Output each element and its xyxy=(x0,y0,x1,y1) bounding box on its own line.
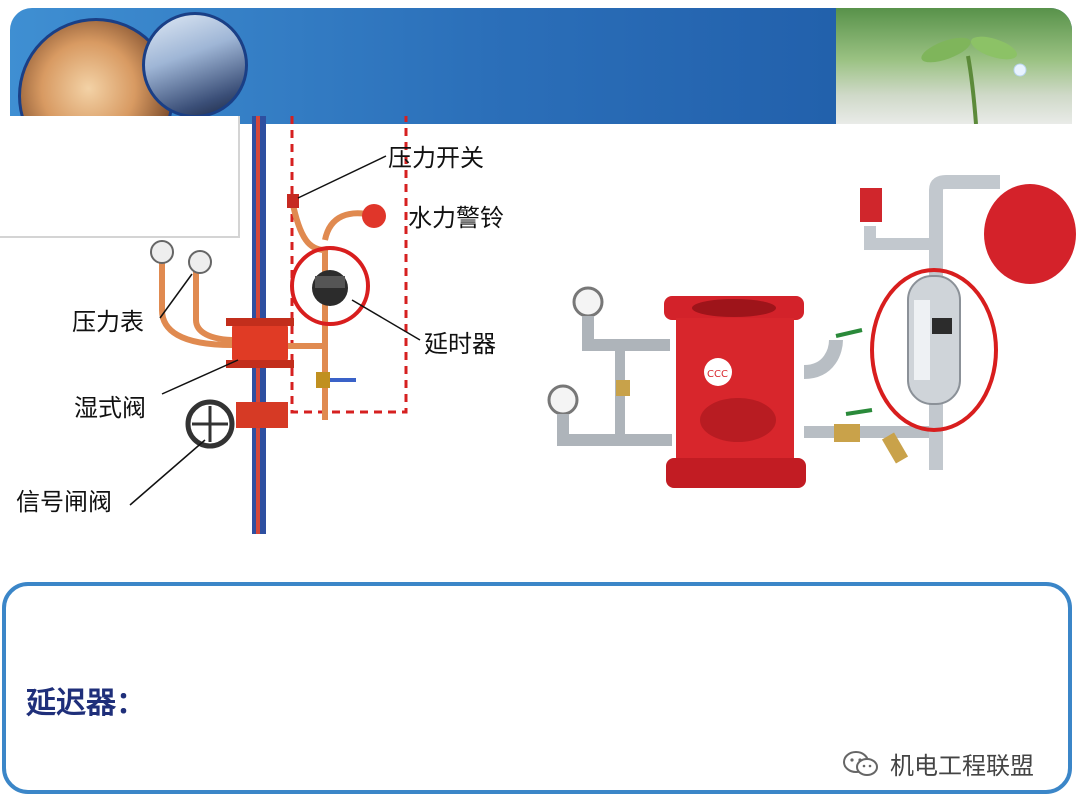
wet-alarm-valve-body xyxy=(232,322,288,364)
valve-body xyxy=(676,318,794,466)
delayer-tank-highlight xyxy=(870,268,998,432)
signal-gate-valve-body xyxy=(236,402,288,428)
signal-wire-dashed xyxy=(290,116,408,414)
label-pressure-switch: 压力开关 xyxy=(388,144,484,172)
delayer-highlight-circle xyxy=(290,246,370,326)
pressure-gauge-1 xyxy=(150,240,174,264)
pressure-switch xyxy=(287,194,299,208)
label-delayer: 延时器 xyxy=(424,330,496,358)
sprout-photo xyxy=(836,8,1072,124)
blank-panel xyxy=(0,116,240,238)
wechat-icon xyxy=(843,750,878,776)
pressure-switch-device xyxy=(860,188,882,222)
header-banner xyxy=(10,8,1072,124)
label-water-alarm-bell: 水力警铃 xyxy=(408,204,504,232)
water-bell xyxy=(362,204,386,228)
pressure-gauge-2 xyxy=(188,250,212,274)
gauge-lower xyxy=(547,384,579,416)
watermark-text: 机电工程联盟 xyxy=(890,752,1034,780)
label-pressure-gauge: 压力表 xyxy=(72,308,144,336)
label-signal-gate-valve: 信号闸阀 xyxy=(16,488,112,516)
sprout-icon xyxy=(921,36,1027,124)
valve-bottom-flange xyxy=(666,458,806,488)
callout-title: 延迟器： xyxy=(26,686,146,721)
wet-alarm-valve-diagram: 压力开关 水力警铃 压力表 延时器 湿式阀 信号闸阀 CCC xyxy=(16,116,1076,534)
alarm-valve-product-photo: CCC xyxy=(547,175,1076,488)
schematic: 压力开关 水力警铃 压力表 延时器 湿式阀 信号闸阀 xyxy=(16,116,504,534)
gauge-upper xyxy=(572,286,604,318)
svg-text:CCC: CCC xyxy=(707,369,728,380)
alarm-bell-disc xyxy=(984,184,1076,284)
ccc-mark xyxy=(704,358,732,386)
callout-box: 延迟器： 机电工程联盟 xyxy=(2,582,1072,794)
handwheel xyxy=(185,399,235,449)
handshake-photo xyxy=(142,12,248,118)
watermark: 机电工程联盟 xyxy=(842,746,1034,781)
label-wet-alarm-valve: 湿式阀 xyxy=(74,394,146,422)
